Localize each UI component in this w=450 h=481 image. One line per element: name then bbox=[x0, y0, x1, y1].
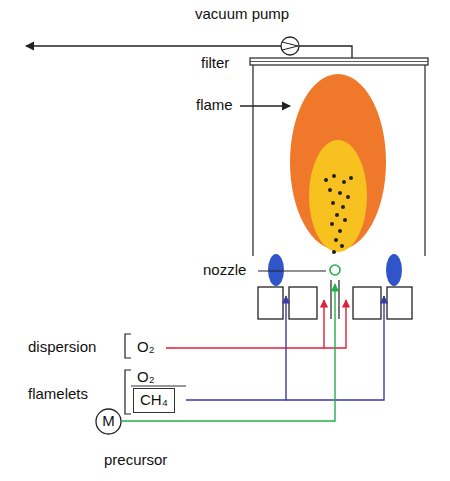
gas-box-top bbox=[131, 385, 186, 386]
precursor-line bbox=[122, 284, 335, 421]
flamelet-line bbox=[186, 296, 286, 400]
part-label: vacuum pump bbox=[195, 6, 289, 23]
exhaust-line bbox=[299, 46, 352, 58]
bracket bbox=[125, 334, 131, 358]
flamelet bbox=[386, 254, 402, 286]
flow-label: flamelets bbox=[28, 386, 88, 403]
flow-label: dispersion bbox=[28, 339, 96, 356]
nozzle-tube bbox=[330, 280, 331, 319]
part-label: flame bbox=[196, 97, 233, 114]
leader-line bbox=[258, 270, 326, 271]
housing-wall bbox=[424, 65, 425, 256]
dispersion-line bbox=[166, 300, 324, 348]
exhaust-line bbox=[26, 45, 281, 46]
part-label: nozzle bbox=[203, 262, 246, 279]
filter-plate bbox=[250, 61, 428, 62]
droplet bbox=[330, 265, 340, 275]
part-label: filter bbox=[201, 55, 229, 72]
node-text: M bbox=[102, 413, 115, 430]
flow-label: precursor bbox=[104, 452, 167, 469]
node-text: CH₄ bbox=[140, 392, 168, 409]
gas-box: CH₄ bbox=[133, 388, 175, 413]
circle-outline bbox=[96, 409, 121, 434]
pump-symbol bbox=[281, 37, 299, 55]
nozzle-tube bbox=[338, 280, 339, 319]
particles bbox=[324, 174, 353, 254]
flamelet bbox=[268, 254, 284, 286]
bracket bbox=[125, 370, 131, 414]
pump-symbol bbox=[282, 42, 298, 50]
pump-motor-circle: M bbox=[95, 408, 122, 435]
leader-line bbox=[240, 105, 290, 106]
filter-plate bbox=[250, 58, 428, 65]
housing-wall bbox=[252, 65, 253, 256]
gas-label: O₂ bbox=[137, 369, 155, 386]
flame-core bbox=[309, 140, 367, 252]
gas-label: O₂ bbox=[137, 339, 155, 356]
